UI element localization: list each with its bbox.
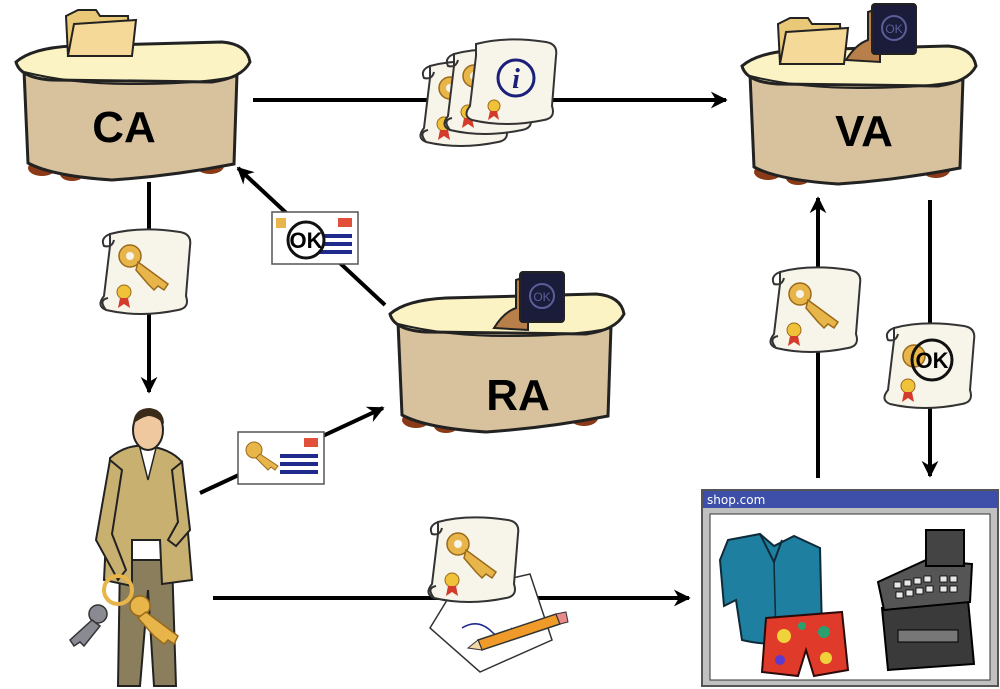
svg-text:i: i — [512, 64, 520, 95]
ok-envelope-icon: OK — [270, 210, 360, 266]
va-label: VA — [835, 107, 893, 156]
shorts-icon — [760, 610, 850, 678]
certificate-icon — [99, 228, 192, 315]
ok-envelope-label: OK — [290, 228, 323, 253]
shop-titlebar — [703, 491, 997, 508]
key-envelope-icon — [237, 431, 325, 485]
ca-desk: CA — [14, 9, 252, 183]
pencil-icon — [466, 611, 569, 651]
signed-document — [427, 516, 569, 673]
shop-window: shop.com — [701, 489, 999, 687]
folder-icon — [65, 9, 137, 57]
certificate-stack: i — [419, 38, 558, 147]
ca-label: CA — [92, 103, 156, 152]
shop-title: shop.com — [707, 493, 765, 507]
key-icon — [69, 574, 179, 648]
info-icon — [496, 58, 536, 98]
ra-desk: RA — [388, 271, 626, 435]
ra-label: RA — [486, 371, 550, 420]
ok-certificate-icon: OK — [882, 321, 976, 410]
va-desk: VA — [740, 3, 978, 187]
certificate-icon — [427, 516, 520, 603]
slate-icon — [845, 3, 917, 63]
ok-certificate-label: OK — [916, 348, 949, 373]
certificate-icon — [769, 266, 862, 353]
cash-register-icon — [876, 529, 976, 672]
folder-icon — [777, 17, 849, 65]
person-icon — [69, 408, 194, 687]
info-certificate: i — [465, 38, 558, 125]
